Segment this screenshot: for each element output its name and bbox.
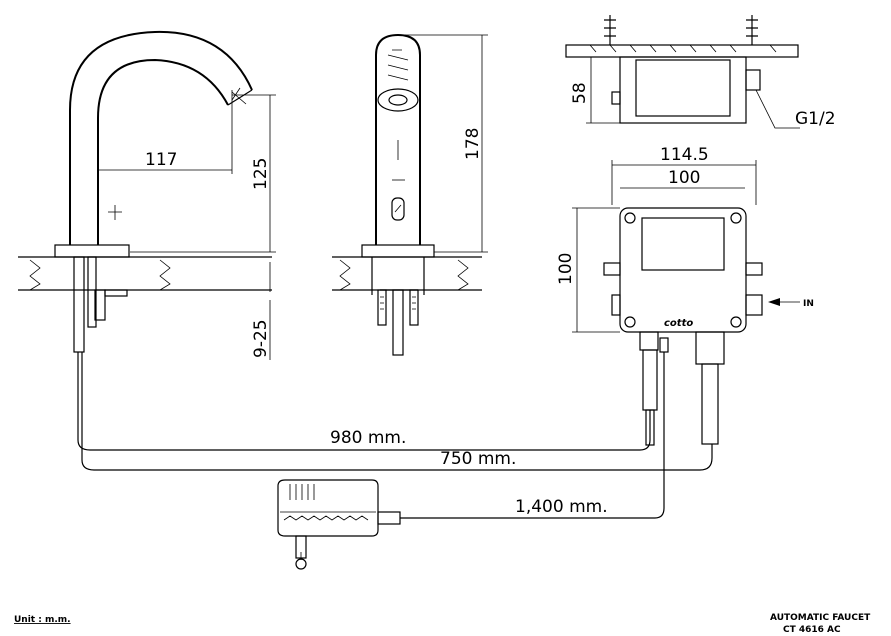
unit-note: Unit : m.m. (14, 615, 71, 625)
brand-logo: cotto (664, 318, 693, 329)
power-adapter (277, 479, 401, 570)
front-view-faucet: 178 (332, 33, 488, 356)
dim-deck-thickness: 9-25 (251, 319, 271, 358)
side-view-faucet: 117 125 9-25 (18, 30, 276, 360)
model-number: CT 4616 AC (783, 625, 841, 635)
dim-hose-length: 750 mm. (440, 449, 516, 469)
dim-adapter-cable: 1,400 mm. (515, 497, 608, 517)
dim-sensor-cable: 980 mm. (330, 428, 406, 448)
dim-spout-height: 125 (251, 158, 271, 190)
dim-inlet-thread: G1/2 (795, 109, 836, 129)
control-box-front-view: cotto IN 114.5 100 100 (556, 145, 814, 446)
dim-box-height: 58 (570, 82, 590, 104)
dim-spout-reach: 117 (145, 150, 177, 170)
product-name: AUTOMATIC FAUCET (770, 613, 871, 623)
cables: 980 mm. 750 mm. 1,400 mm. (77, 352, 713, 519)
dim-box-outer-width: 114.5 (660, 145, 709, 165)
inlet-label: IN (803, 299, 814, 309)
control-box-side-view: 58 G1/2 (565, 15, 836, 129)
dim-box-inner-width: 100 (668, 168, 700, 188)
dim-box-side: 100 (556, 253, 576, 285)
dim-body-height: 178 (463, 128, 483, 160)
